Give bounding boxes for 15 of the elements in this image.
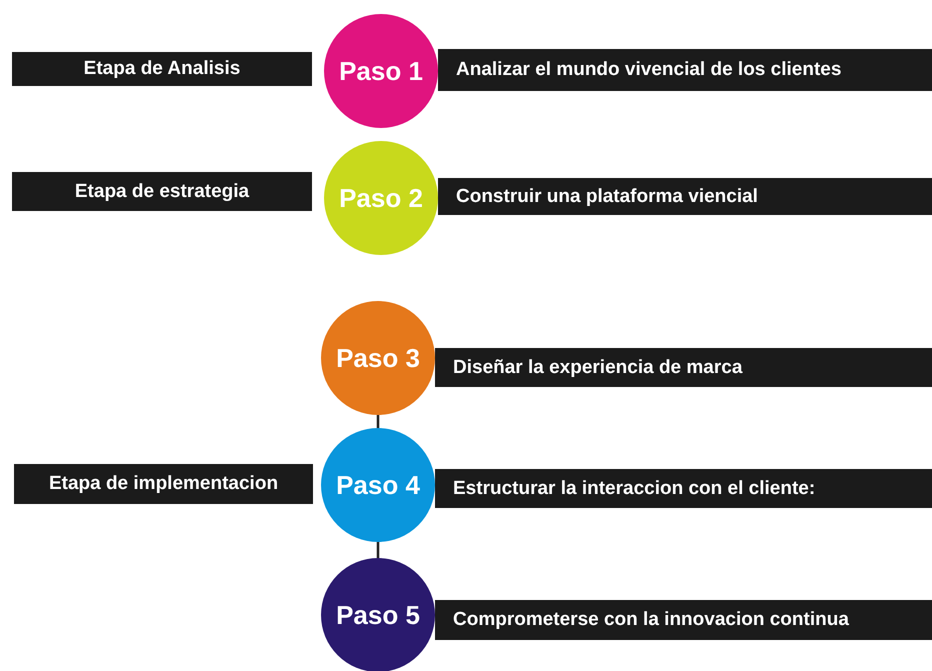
stage-banner: Etapa de implementacion bbox=[14, 464, 313, 504]
step-circle: Paso 1 bbox=[324, 14, 438, 128]
step-description-banner: Diseñar la experiencia de marca bbox=[435, 348, 932, 387]
step-description-banner: Analizar el mundo vivencial de los clientes bbox=[438, 49, 932, 91]
step-circle: Paso 2 bbox=[324, 141, 438, 255]
connector-line bbox=[376, 415, 380, 428]
step-description-banner: Construir una plataforma viencial bbox=[438, 178, 932, 215]
step-circle: Paso 3 bbox=[321, 301, 435, 415]
stage-banner: Etapa de estrategia bbox=[12, 172, 312, 211]
step-description-banner: Estructurar la interaccion con el cliente: bbox=[435, 469, 932, 508]
step-description-banner: Comprometerse con la innovacion continua bbox=[435, 600, 932, 640]
stage-banner: Etapa de Analisis bbox=[12, 52, 312, 86]
connector-line bbox=[376, 542, 380, 558]
step-circle: Paso 4 bbox=[321, 428, 435, 542]
step-circle: Paso 5 bbox=[321, 558, 435, 671]
